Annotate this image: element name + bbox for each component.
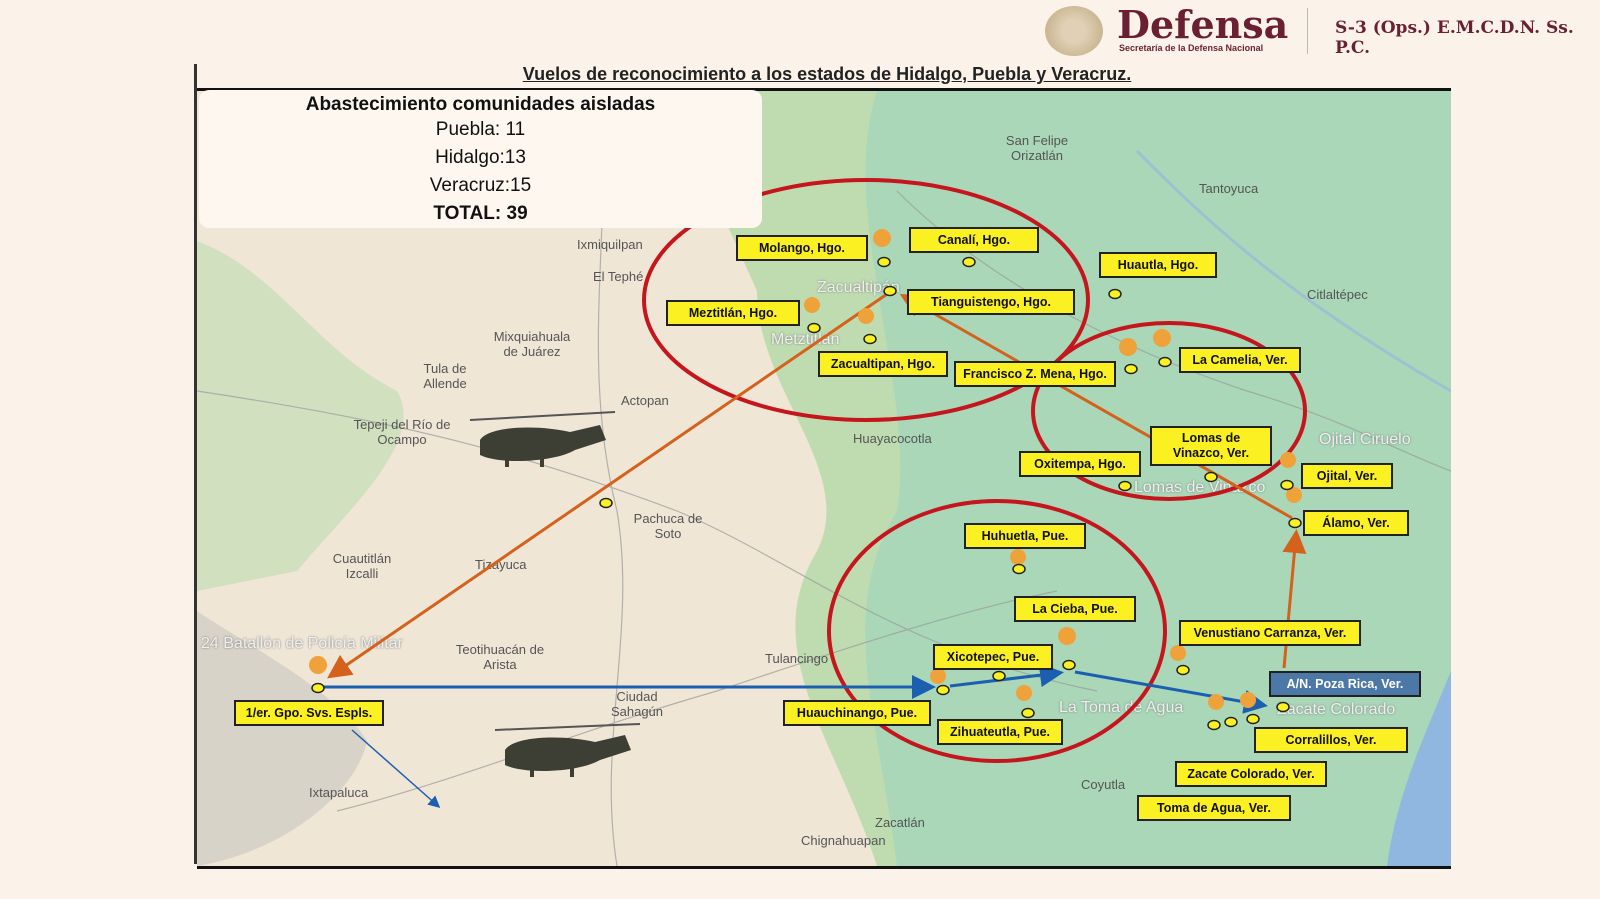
hidalgo-zone-circle — [642, 178, 1090, 422]
place-name: Metztitlán — [771, 331, 840, 348]
location-label: Zihuateutla, Pue. — [937, 719, 1063, 745]
place-name: Tantoyuca — [1199, 181, 1259, 196]
place-name: Zacatlán — [875, 815, 925, 830]
location-label: Tianguistengo, Hgo. — [907, 289, 1075, 315]
route-blue — [1074, 670, 1268, 714]
location-label: La Camelia, Ver. — [1179, 347, 1301, 373]
location-label: Huautla, Hgo. — [1099, 252, 1217, 278]
supply-summary-box: Abastecimiento comunidades aisladas Pueb… — [199, 90, 762, 228]
national-seal-logo — [1045, 6, 1103, 56]
summary-hidalgo: Hidalgo:13 — [435, 147, 526, 168]
left-rule — [194, 64, 197, 864]
place-name: Pachuca de Soto — [633, 511, 703, 541]
place-name: Ojital Ciruelo — [1319, 431, 1411, 448]
slide-title: Vuelos de reconocimiento a los estados d… — [522, 64, 1132, 84]
veracruz-zone-circle — [1031, 321, 1307, 501]
location-label: Zacate Colorado, Ver. — [1175, 761, 1327, 787]
place-name: La Toma de Agua — [1059, 699, 1184, 716]
summary-puebla: Puebla: 11 — [435, 119, 526, 140]
place-name: Huayacocotla — [853, 431, 932, 446]
place-name: Mixquiahuala de Juárez — [493, 329, 571, 359]
route-orange — [1282, 529, 1307, 669]
location-label: Francisco Z. Mena, Hgo. — [954, 361, 1116, 387]
location-label: Zacualtipan, Hgo. — [818, 351, 948, 377]
location-label: Meztitlán, Hgo. — [666, 300, 800, 326]
helicopter-icon — [494, 723, 641, 777]
location-label: Venustiano Carranza, Ver. — [1179, 620, 1361, 646]
location-label: Xicotepec, Pue. — [933, 644, 1053, 670]
place-name: Ixmiquilpan — [577, 237, 643, 252]
map-pin-icons — [309, 229, 1302, 710]
header-divider — [1307, 8, 1308, 54]
place-name: Citlaltépec — [1307, 287, 1368, 302]
place-name: Tulancingo — [765, 651, 829, 666]
place-name: Actopan — [621, 393, 669, 408]
place-name: Tula de Allende — [423, 361, 467, 391]
place-name: Ciudad Sahagún — [610, 689, 664, 719]
location-label: Toma de Agua, Ver. — [1137, 795, 1291, 821]
place-name: Zacate Colorado — [1277, 701, 1396, 718]
place-name: Zacualtipán — [817, 279, 900, 296]
place-name: 24 Batallón de Policía Militar — [201, 635, 403, 652]
summary-heading: Abastecimiento comunidades aisladas — [305, 94, 656, 115]
place-name: Chignahuapan — [801, 833, 886, 848]
place-name: Cuautitlán Izcalli — [332, 551, 392, 581]
location-label: Corralillos, Ver. — [1254, 727, 1408, 753]
location-label: Lomas de Vinazco, Ver. — [1150, 426, 1272, 466]
place-name: Coyutla — [1081, 777, 1126, 792]
route-blue — [351, 729, 441, 808]
place-name: San Felipe Orizatlán — [1005, 133, 1069, 163]
location-label: La Cieba, Pue. — [1014, 596, 1136, 622]
location-label: Molango, Hgo. — [736, 235, 868, 261]
location-label: Ojital, Ver. — [1301, 463, 1393, 489]
location-label: Huhuetla, Pue. — [964, 523, 1086, 549]
location-dot-icons — [311, 256, 1302, 731]
base-label-poza-rica: A/N. Poza Rica, Ver. — [1269, 671, 1421, 697]
brand-subtitle: Secretaría de la Defensa Nacional — [1119, 43, 1264, 53]
brand-logo: Defensa — [1117, 2, 1289, 47]
summary-total: TOTAL: 39 — [433, 203, 528, 224]
office-label: S-3 (Ops.) E.M.C.D.N. Ss. P.C. — [1335, 18, 1574, 58]
location-label: Canalí, Hgo. — [909, 227, 1039, 253]
place-name: Teotihuacán de Arista — [455, 642, 545, 672]
location-label: Álamo, Ver. — [1303, 510, 1409, 536]
puebla-zone-circle — [827, 499, 1167, 763]
location-label: Huauchinango, Pue. — [783, 700, 931, 726]
route-orange — [327, 290, 891, 679]
route-orange — [899, 294, 1293, 520]
place-name: El Tephé — [593, 269, 644, 284]
base-label-origin: 1/er. Gpo. Svs. Espls. — [234, 700, 384, 726]
place-name: Tepeji del Río de Ocampo — [353, 417, 451, 447]
helicopter-icon — [469, 411, 616, 467]
location-label: Oxitempa, Hgo. — [1019, 451, 1141, 477]
place-name: Ixtapaluca — [309, 785, 369, 800]
summary-veracruz: Veracruz:15 — [429, 175, 532, 196]
